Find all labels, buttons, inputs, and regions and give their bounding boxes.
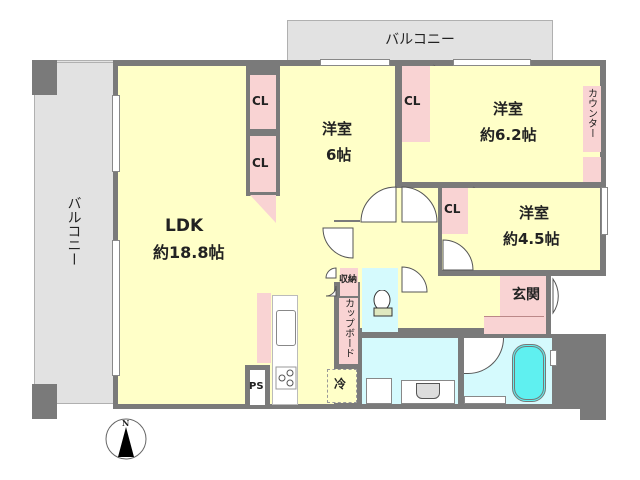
balcony-top: バルコニー bbox=[287, 20, 553, 62]
balcony-left-pillar-bottom bbox=[32, 384, 57, 419]
room-45jo-window bbox=[601, 187, 608, 235]
washing-machine bbox=[366, 378, 392, 404]
closet-3 bbox=[402, 66, 430, 142]
room-45jo-name: 洋室 bbox=[519, 204, 550, 222]
entrance-step bbox=[484, 316, 544, 334]
room-62jo-name: 洋室 bbox=[493, 100, 524, 118]
ps-label: PS bbox=[249, 381, 264, 392]
balcony-left-vertical-full bbox=[34, 62, 116, 404]
closet-2-label: CL bbox=[252, 156, 269, 170]
counter-lower bbox=[583, 157, 601, 182]
ldk-room bbox=[118, 66, 246, 404]
entrance-door-area bbox=[551, 276, 606, 334]
ldk-window bbox=[112, 95, 120, 172]
storage-label: 収納 bbox=[339, 275, 358, 285]
counter-label: カウンター bbox=[585, 88, 597, 138]
closet-1 bbox=[250, 75, 276, 129]
ldk-window-2 bbox=[112, 240, 120, 376]
toilet-icon bbox=[373, 290, 393, 317]
north-compass-icon bbox=[105, 418, 147, 460]
fridge-label: 冷 bbox=[334, 377, 347, 391]
ldk-name: LDK bbox=[165, 216, 204, 236]
bath-bench bbox=[464, 396, 506, 404]
closet-4-label: CL bbox=[444, 202, 461, 216]
basin-icon bbox=[416, 383, 440, 399]
storage bbox=[340, 268, 358, 296]
room-62jo-window bbox=[453, 59, 531, 66]
balcony-left-pillar-top bbox=[32, 60, 57, 95]
entrance-label: 玄関 bbox=[512, 287, 540, 303]
stove-icon bbox=[275, 366, 297, 390]
closet-1-label: CL bbox=[252, 94, 269, 108]
sink-icon bbox=[276, 310, 296, 346]
bath-window bbox=[550, 350, 557, 366]
ldk-size: 約18.8帖 bbox=[153, 243, 225, 262]
room-6jo-name: 洋室 bbox=[322, 120, 353, 138]
bathtub-icon bbox=[512, 344, 546, 402]
room-6jo-size: 6帖 bbox=[326, 146, 352, 164]
counter bbox=[583, 86, 601, 152]
balcony-top-label: バルコニー bbox=[385, 32, 455, 48]
room-62jo bbox=[402, 66, 600, 182]
cupboard bbox=[339, 298, 358, 364]
ps-inner bbox=[250, 370, 265, 405]
room-45jo-size: 約4.5帖 bbox=[503, 230, 560, 248]
room-62jo-size: 約6.2帖 bbox=[480, 126, 537, 144]
closet-2 bbox=[250, 136, 276, 192]
pillar-bottom-right bbox=[580, 380, 606, 420]
compass-label: N bbox=[122, 418, 130, 428]
closet-4 bbox=[442, 188, 468, 234]
room-6jo-window bbox=[320, 59, 390, 66]
balcony-left-label: バルコニー bbox=[65, 196, 82, 266]
cupboard-label: カップボード bbox=[342, 298, 354, 358]
kitchen-counter-back bbox=[257, 293, 271, 363]
closet-3-label: CL bbox=[404, 94, 421, 108]
fridge-space bbox=[327, 369, 357, 403]
